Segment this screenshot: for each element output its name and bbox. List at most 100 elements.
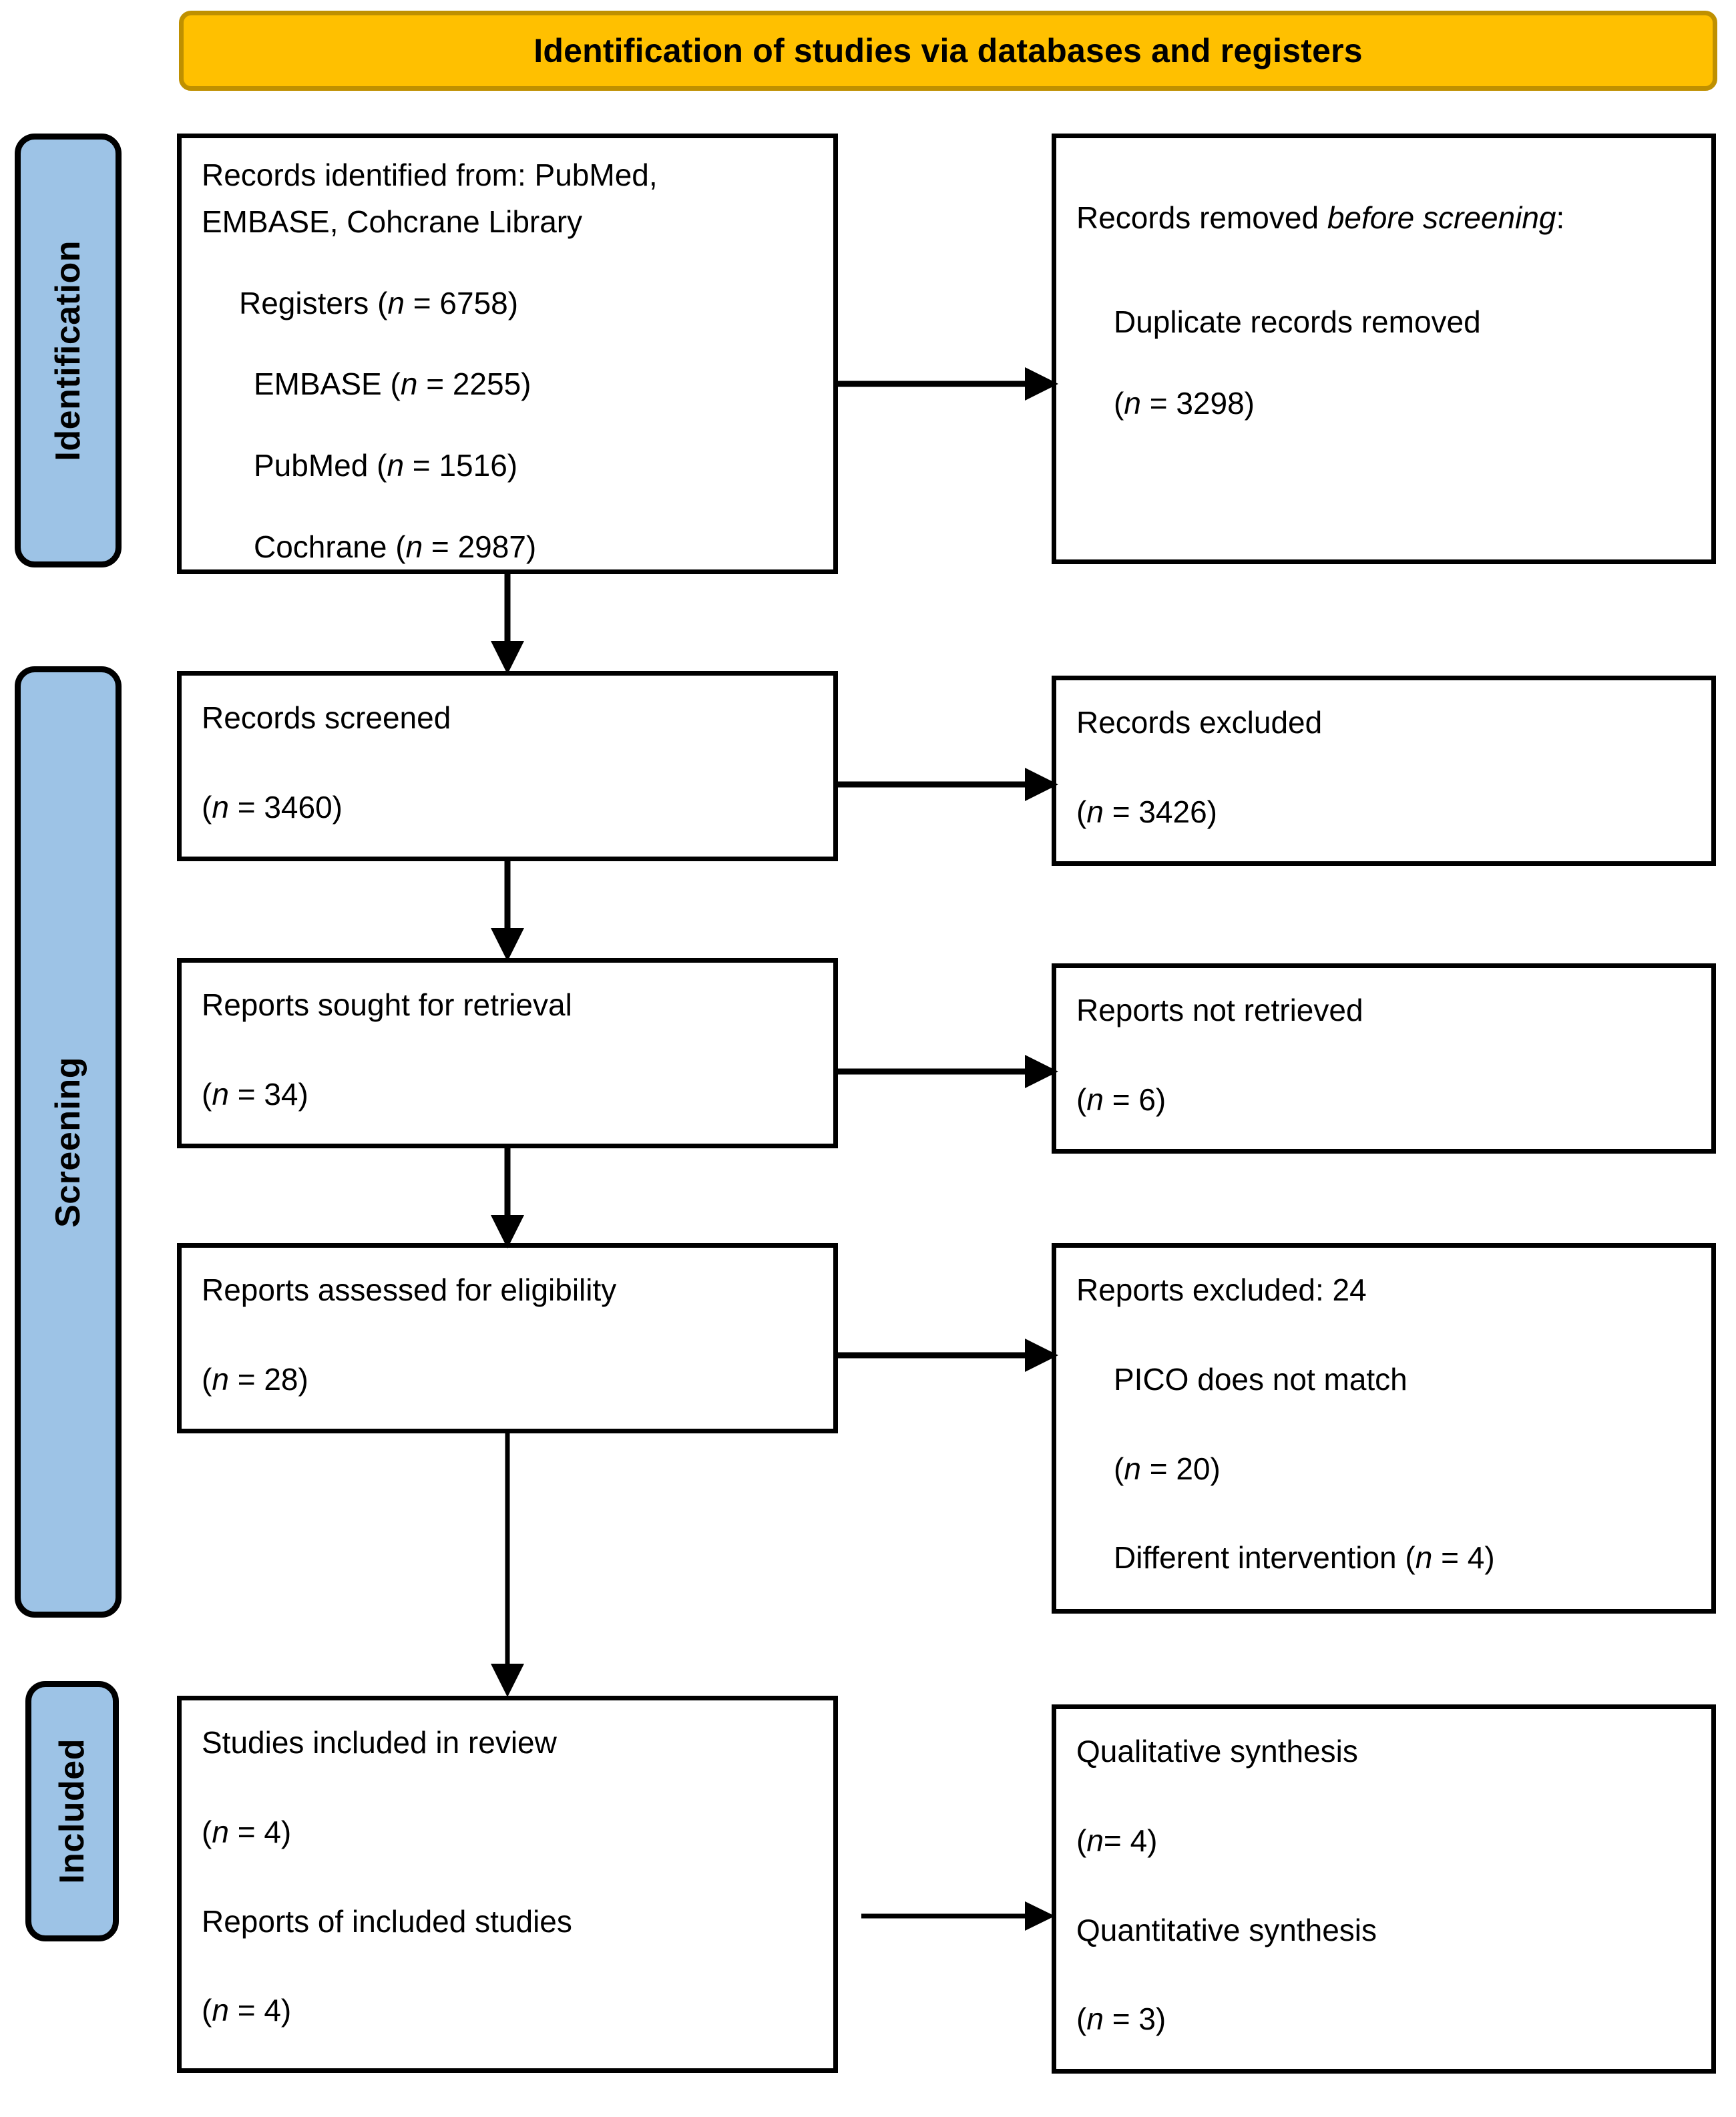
reports-included-value: = 4) <box>228 1993 292 2028</box>
pico-value: = 20) <box>1140 1451 1221 1486</box>
pico-count: (n = 20) <box>1076 1449 1691 1489</box>
registers-n-symbol: n <box>387 285 405 320</box>
records-screened-count: (n = 3460) <box>202 788 813 828</box>
records-removed-heading-tail: : <box>1556 200 1565 235</box>
reports-excluded-heading: Reports excluded: 24 <box>1076 1272 1367 1307</box>
duplicate-value: = 3298) <box>1140 385 1255 421</box>
reports-assessed-open-paren: ( <box>202 1361 212 1397</box>
page-title: Identification of studies via databases … <box>533 31 1363 69</box>
records-identified-registers: Registers (n = 6758) <box>202 284 813 324</box>
reports-not-retrieved-open-paren: ( <box>1076 1082 1087 1117</box>
arrow-sought-to-not-retrieved <box>835 1051 1058 1092</box>
quantitative-n-symbol: n <box>1086 2002 1104 2037</box>
quantitative-value: = 3) <box>1103 2002 1166 2037</box>
different-intervention-label: Different intervention ( <box>1114 1540 1416 1576</box>
cochrane-label: Cochrane ( <box>254 529 406 564</box>
reports-not-retrieved-value: = 6) <box>1103 1082 1166 1117</box>
records-screened-label: Records screened <box>202 700 451 735</box>
reports-not-retrieved-n-symbol: n <box>1086 1082 1104 1117</box>
arrow-screened-to-sought <box>487 858 527 961</box>
pubmed-n-symbol: n <box>387 448 405 483</box>
records-identified-line1: Records identified from: PubMed, <box>202 158 658 192</box>
stage-label-identification: Identification <box>15 134 122 567</box>
reports-included-label: Reports of included studies <box>202 1903 572 1939</box>
duplicate-records-label: Duplicate records removed <box>1114 304 1481 339</box>
box-reports-assessed: Reports assessed for eligibility (n = 28… <box>177 1243 838 1433</box>
studies-included-n-symbol: n <box>212 1814 229 1849</box>
stage-label-included: Included <box>25 1681 119 1941</box>
embase-value: = 2255) <box>417 367 531 402</box>
records-screened-n-symbol: n <box>212 789 229 825</box>
box-records-excluded: Records excluded (n = 3426) <box>1052 676 1716 866</box>
embase-n-symbol: n <box>400 367 418 402</box>
reports-sought-open-paren: ( <box>202 1076 212 1112</box>
records-removed-heading-italic: before screening <box>1327 200 1556 235</box>
stage-label-screening: Screening <box>15 666 122 1618</box>
reports-included-count: (n = 4) <box>202 1991 813 2031</box>
pico-n-symbol: n <box>1124 1451 1141 1486</box>
reports-included-open-paren: ( <box>202 1993 212 2028</box>
pubmed-value: = 1516) <box>404 448 518 483</box>
records-excluded-open-paren: ( <box>1076 794 1087 829</box>
arrow-studies-included-to-synthesis <box>861 1899 1055 1933</box>
records-removed-heading-plain: Records removed <box>1076 200 1327 235</box>
arrow-identified-to-screened <box>487 571 527 674</box>
pico-open-paren: ( <box>1114 1451 1124 1486</box>
quantitative-synthesis-count: (n = 3) <box>1076 2000 1691 2040</box>
records-identified-line2: EMBASE, Cohcrane Library <box>202 204 583 239</box>
studies-included-open-paren: ( <box>202 1814 212 1849</box>
studies-included-value: = 4) <box>228 1814 292 1849</box>
registers-value: = 6758) <box>404 285 519 320</box>
cochrane-value: = 2987) <box>423 529 537 564</box>
records-excluded-count: (n = 3426) <box>1076 792 1691 833</box>
duplicate-records-count: (n = 3298) <box>1076 384 1691 424</box>
arrow-sought-to-assessed <box>487 1145 527 1248</box>
qualitative-open-paren: ( <box>1076 1823 1087 1858</box>
records-screened-open-paren: ( <box>202 789 212 825</box>
arrow-assessed-to-studies-included <box>487 1430 527 1697</box>
box-records-identified: Records identified from: PubMed, EMBASE,… <box>177 134 838 574</box>
different-intervention-n-symbol: n <box>1415 1540 1433 1576</box>
arrow-assessed-to-reports-excluded <box>835 1335 1058 1375</box>
reports-sought-value: = 34) <box>228 1076 308 1112</box>
box-reports-excluded: Reports excluded: 24 PICO does not match… <box>1052 1243 1716 1614</box>
studies-included-label: Studies included in review <box>202 1725 557 1760</box>
records-screened-value: = 3460) <box>228 789 343 825</box>
reports-sought-count: (n = 34) <box>202 1075 813 1115</box>
duplicate-open-paren: ( <box>1114 385 1124 421</box>
box-synthesis: Qualitative synthesis (n= 4) Quantitativ… <box>1052 1704 1716 2074</box>
box-studies-included: Studies included in review (n = 4) Repor… <box>177 1696 838 2073</box>
reports-included-n-symbol: n <box>212 1993 229 2028</box>
records-excluded-label: Records excluded <box>1076 705 1323 740</box>
box-records-removed: Records removed before screening: Duplic… <box>1052 134 1716 564</box>
embase-label: EMBASE ( <box>254 367 401 402</box>
records-removed-heading: Records removed before screening: <box>1076 198 1691 238</box>
reports-assessed-n-symbol: n <box>212 1361 229 1397</box>
records-excluded-n-symbol: n <box>1086 794 1104 829</box>
diagram-title-banner: Identification of studies via databases … <box>179 11 1717 91</box>
quantitative-synthesis-label: Quantitative synthesis <box>1076 1912 1377 1947</box>
arrow-screened-to-excluded <box>835 764 1058 804</box>
reports-sought-label: Reports sought for retrieval <box>202 987 572 1022</box>
qualitative-n-symbol: n <box>1086 1823 1104 1858</box>
duplicate-n-symbol: n <box>1124 385 1141 421</box>
stage-label-identification-text: Identification <box>49 240 87 461</box>
reports-assessed-label: Reports assessed for eligibility <box>202 1272 617 1307</box>
reports-not-retrieved-count: (n = 6) <box>1076 1080 1691 1120</box>
box-reports-not-retrieved: Reports not retrieved (n = 6) <box>1052 963 1716 1154</box>
stage-label-included-text: Included <box>53 1738 91 1884</box>
box-records-screened: Records screened (n = 3460) <box>177 671 838 861</box>
records-identified-pubmed: PubMed (n = 1516) <box>202 446 813 486</box>
qualitative-synthesis-label: Qualitative synthesis <box>1076 1734 1358 1769</box>
records-excluded-value: = 3426) <box>1103 794 1217 829</box>
pico-label: PICO does not match <box>1114 1361 1407 1397</box>
reports-assessed-value: = 28) <box>228 1361 308 1397</box>
records-identified-cochrane: Cochrane (n = 2987) <box>202 527 813 567</box>
records-identified-embase: EMBASE (n = 2255) <box>202 365 813 405</box>
pubmed-label: PubMed ( <box>254 448 387 483</box>
different-intervention-value: = 4) <box>1432 1540 1495 1576</box>
cochrane-n-symbol: n <box>405 529 423 564</box>
studies-included-count: (n = 4) <box>202 1813 813 1853</box>
different-intervention: Different intervention (n = 4) <box>1076 1538 1691 1578</box>
